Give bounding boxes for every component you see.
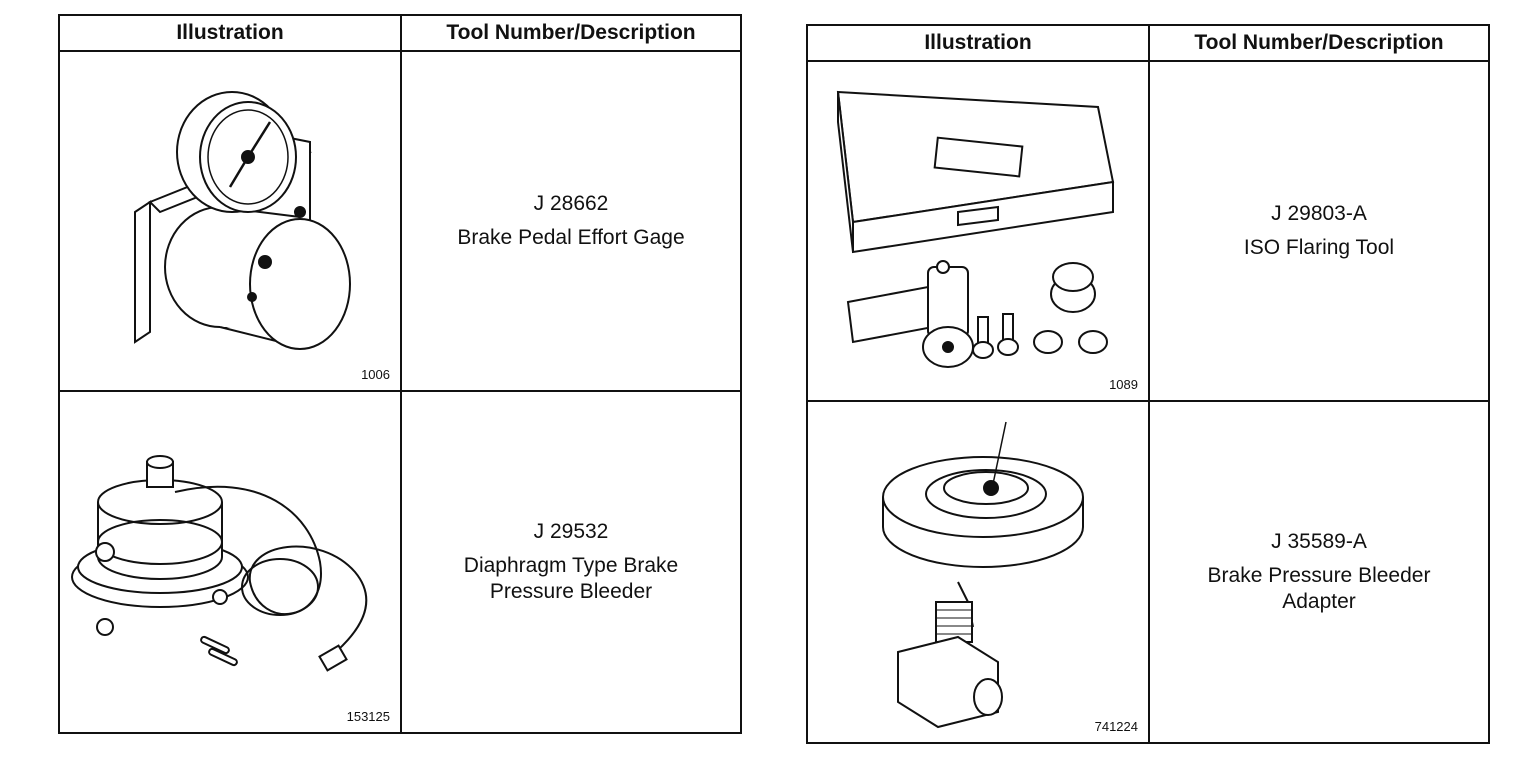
illustration-cell: 1006	[58, 50, 402, 392]
tool-description: Brake Pedal Effort Gage	[457, 226, 685, 249]
table-row: 1089 J 29803-A ISO Flaring Tool	[806, 60, 1490, 402]
table-row: 1006 J 28662 Brake Pedal Effort Gage	[58, 50, 742, 392]
column-header-illustration: Illustration	[806, 24, 1150, 62]
tool-description: Brake Pressure Bleeder Adapter	[1207, 563, 1431, 614]
tool-table-left: Illustration Tool Number/Description	[58, 14, 742, 734]
description-cell: J 28662 Brake Pedal Effort Gage	[400, 50, 742, 392]
illustration-cell: 741224	[806, 400, 1150, 744]
tool-number: J 28662	[533, 191, 609, 215]
illustration-cell: 153125	[58, 390, 402, 734]
column-header-description: Tool Number/Description	[1148, 24, 1490, 62]
column-header-description: Tool Number/Description	[400, 14, 742, 52]
bleeder-adapter-illustration	[882, 421, 1084, 729]
table-header-row: Illustration Tool Number/Description	[806, 24, 1490, 62]
iso-flaring-tool-kit-illustration	[836, 90, 1115, 368]
illustration-cell: 1089	[806, 60, 1150, 402]
brake-pedal-effort-gage-illustration	[134, 91, 351, 350]
description-cell: J 29532 Diaphragm Type Brake Pressure Bl…	[400, 390, 742, 734]
table-header-row: Illustration Tool Number/Description	[58, 14, 742, 52]
tool-number: J 35589-A	[1271, 529, 1367, 553]
figure-number: 1006	[361, 367, 390, 382]
tool-number: J 29803-A	[1271, 201, 1367, 225]
column-header-illustration: Illustration	[58, 14, 402, 52]
tool-number: J 29532	[533, 519, 609, 543]
tool-table-right: Illustration Tool Number/Description	[806, 24, 1490, 744]
figure-number: 1089	[1109, 377, 1138, 392]
tool-description: Diaphragm Type Brake Pressure Bleeder	[463, 553, 679, 604]
figure-number: 741224	[1094, 719, 1138, 734]
table-row: 153125 J 29532 Diaphragm Type Brake Pres…	[58, 390, 742, 734]
description-cell: J 35589-A Brake Pressure Bleeder Adapter	[1148, 400, 1490, 744]
tool-description: ISO Flaring Tool	[1243, 236, 1395, 259]
table-row: 741224 J 35589-A Brake Pressure Bleeder …	[806, 400, 1490, 744]
diaphragm-pressure-bleeder-illustration	[71, 455, 368, 672]
figure-number: 153125	[346, 709, 390, 724]
description-cell: J 29803-A ISO Flaring Tool	[1148, 60, 1490, 402]
